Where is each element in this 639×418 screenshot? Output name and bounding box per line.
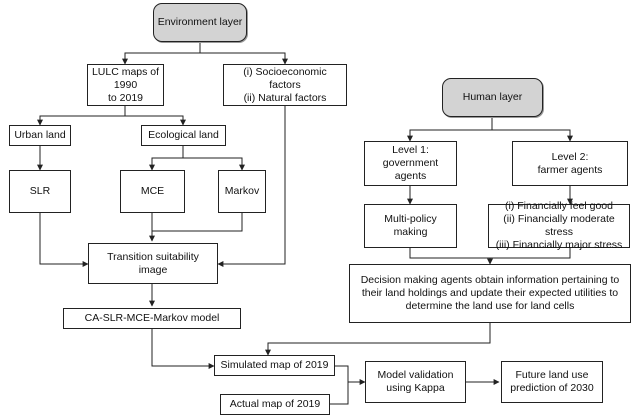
arrow-markov-down — [152, 213, 243, 232]
lulc-maps-line-1: LULC maps of 1990 — [91, 65, 160, 91]
arrow-simulated-to-validation — [335, 365, 366, 385]
ecological-land-node: Ecological land — [141, 125, 226, 146]
level2-node: Level 2: farmer agents — [512, 141, 628, 186]
actual-map-node: Actual map of 2019 — [220, 394, 330, 415]
decision-making-line-3: determine the land use for land cells — [405, 300, 575, 312]
arrow-ecological-to-markov — [183, 157, 245, 171]
future-prediction-line-2: prediction of 2030 — [510, 382, 594, 394]
environment-layer-node: Environment layer — [153, 3, 247, 42]
ecological-land-label: Ecological land — [148, 129, 219, 141]
arrow-factors-to-transition — [217, 106, 286, 267]
decision-making-line-2: their land holdings and update their exp… — [361, 287, 619, 299]
factors-node: (i) Socioeconomic factors (ii) Natural f… — [223, 64, 347, 106]
model-validation-line-2: using Kappa — [386, 382, 445, 394]
level2-line-2: farmer agents — [537, 163, 603, 176]
financial-state-3: (iii) Financially major stress — [495, 239, 623, 251]
future-prediction-line-1: Future land use — [515, 369, 589, 381]
lulc-maps-line-2: to 2019 — [107, 91, 144, 104]
transition-suitability-label: Transition suitability image — [107, 250, 199, 276]
arrow-slr-to-transition — [39, 213, 89, 267]
arrow-env-to-factors — [200, 52, 288, 65]
arrow-decision-to-simulated — [265, 323, 491, 356]
factors-line-1: (i) Socioeconomic factors — [243, 65, 327, 91]
level1-node: Level 1: government agents — [364, 141, 457, 186]
financial-states-node: (i) Financially feel good (ii) Financial… — [488, 200, 630, 251]
arrow-multipolicy-down — [409, 248, 490, 259]
arrow-lulc-to-ecological — [125, 115, 186, 126]
arrow-human-to-level1 — [407, 117, 493, 142]
human-layer-label: Human layer — [462, 91, 523, 103]
slr-node: SLR — [9, 170, 71, 213]
arrow-lulc-to-urban — [37, 106, 126, 126]
human-layer-node: Human layer — [442, 78, 543, 117]
mce-label: MCE — [140, 185, 165, 197]
financial-state-2: (ii) Financially moderate stress — [503, 213, 615, 238]
arrow-human-to-level2 — [492, 129, 573, 142]
arrow-env-to-lulc — [122, 42, 201, 65]
financial-state-1: (i) Financially feel good — [505, 200, 613, 212]
level2-line-1: Level 2: — [551, 150, 589, 163]
future-prediction-node: Future land use prediction of 2030 — [501, 361, 603, 403]
slr-label: SLR — [29, 185, 51, 197]
arrow-financial-down — [490, 248, 571, 259]
markov-label: Markov — [224, 185, 260, 197]
arrow-actual-to-validation — [330, 382, 349, 405]
urban-land-label: Urban land — [14, 129, 66, 141]
lulc-maps-node: LULC maps of 1990 to 2019 — [87, 64, 164, 106]
decision-making-line-1: Decision making agents obtain informatio… — [360, 274, 620, 286]
actual-map-label: Actual map of 2019 — [229, 398, 321, 410]
multi-policy-node: Multi-policy making — [364, 204, 457, 248]
markov-node: Markov — [218, 170, 266, 213]
factors-line-2: (ii) Natural factors — [243, 91, 327, 104]
simulated-map-node: Simulated map of 2019 — [214, 355, 335, 376]
decision-making-node: Decision making agents obtain informatio… — [349, 264, 631, 323]
simulated-map-label: Simulated map of 2019 — [220, 359, 329, 371]
arrow-ca-to-simulated — [151, 329, 215, 369]
mce-node: MCE — [120, 170, 185, 213]
transition-suitability-node: Transition suitability image — [88, 243, 218, 284]
arrow-ecological-to-mce — [149, 146, 184, 171]
multi-policy-label: Multi-policy making — [384, 213, 437, 238]
level1-line-2: government agents — [382, 157, 439, 182]
model-validation-node: Model validation using Kappa — [365, 361, 466, 403]
ca-model-node: CA-SLR-MCE-Markov model — [63, 308, 241, 329]
urban-land-node: Urban land — [9, 125, 71, 146]
environment-layer-label: Environment layer — [157, 16, 243, 28]
ca-model-label: CA-SLR-MCE-Markov model — [84, 312, 220, 324]
level1-line-1: Level 1: — [392, 144, 429, 156]
model-validation-line-1: Model validation — [377, 369, 454, 381]
